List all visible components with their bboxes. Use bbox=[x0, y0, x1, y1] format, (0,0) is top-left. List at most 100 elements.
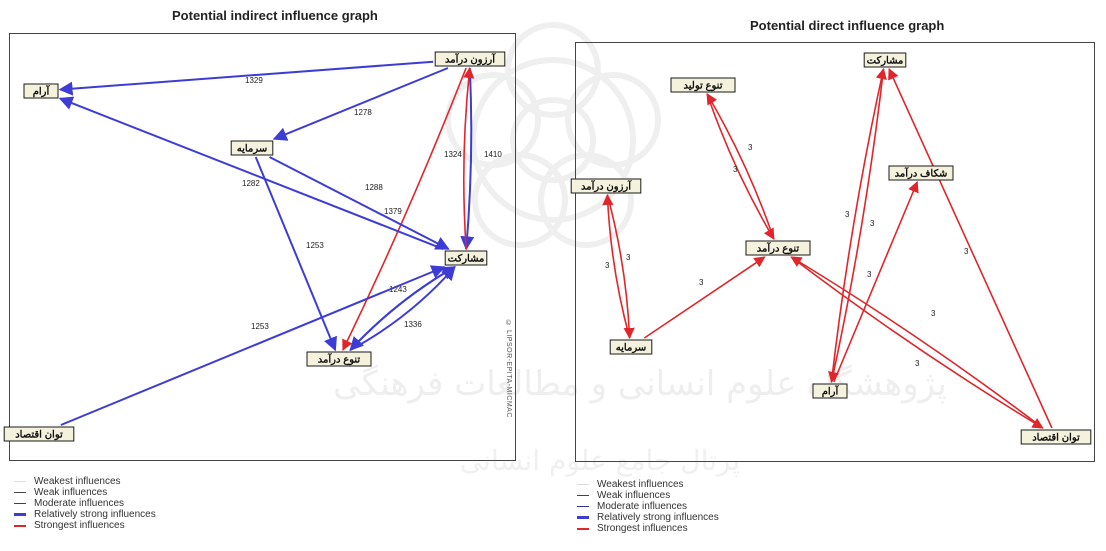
edge-aroon-to-mosharekat bbox=[460, 67, 475, 251]
legend-label: Weakest influences bbox=[34, 476, 121, 487]
legend-item-moderate: Moderate influences bbox=[14, 498, 156, 509]
indirect-graph-title: Potential indirect influence graph bbox=[172, 8, 378, 23]
node-aram[interactable]: آرام bbox=[812, 383, 848, 399]
legend-item-weak: Weak influences bbox=[577, 490, 719, 501]
edge-label: 1324 bbox=[444, 150, 462, 159]
edge-tanavo-to-mosharekat bbox=[349, 266, 456, 351]
edge-mosharekat-to-aram bbox=[58, 96, 444, 250]
edge-label: 1288 bbox=[365, 183, 383, 192]
legend-swatch bbox=[14, 503, 26, 504]
direct-graph-title: Potential direct influence graph bbox=[750, 18, 945, 33]
node-tanavo[interactable]: تنوع درآمد bbox=[306, 351, 372, 367]
legend-label: Relatively strong influences bbox=[597, 512, 719, 523]
edge-label: 1282 bbox=[242, 179, 260, 188]
legend-item-moderate: Moderate influences bbox=[577, 501, 719, 512]
legend-swatch bbox=[14, 524, 26, 527]
node-aroon[interactable]: آرزون درآمد bbox=[570, 178, 642, 194]
edge-aram-to-mosharekat bbox=[830, 67, 887, 383]
legend-swatch bbox=[577, 527, 589, 530]
legend-swatch bbox=[577, 484, 589, 485]
direct-graph-panel bbox=[575, 42, 1095, 462]
legend-swatch bbox=[14, 481, 26, 482]
edge-label: 3 bbox=[699, 278, 704, 287]
node-tolid[interactable]: تنوع تولید bbox=[670, 77, 736, 93]
direct-graph-canvas: 3 3 3 3 3 3 3 3 3 3 3 تنوع تولید مشارکت آرزون درآمد شک… bbox=[570, 52, 1092, 445]
edge-label: 1243 bbox=[389, 285, 407, 294]
legend-label: Moderate influences bbox=[597, 501, 688, 512]
legend-label: Weakest influences bbox=[597, 479, 684, 490]
edge-label: 3 bbox=[964, 247, 969, 256]
edge-label: 1379 bbox=[384, 207, 402, 216]
node-shekaf[interactable]: شکاف درآمد bbox=[888, 165, 954, 181]
edge-sarmaye-to-tanavo bbox=[254, 156, 337, 352]
edge-mosharekat-to-tanavo bbox=[349, 266, 456, 352]
edge-label: 3 bbox=[605, 261, 610, 270]
edge-tolid-to-tanavo bbox=[706, 93, 775, 240]
edge-label: 1329 bbox=[245, 76, 263, 85]
legend-label: Weak influences bbox=[597, 490, 671, 501]
node-label: آرزون درآمد bbox=[581, 180, 632, 193]
edge-sarmaye-to-aroon bbox=[602, 193, 631, 339]
legend-item-weak: Weak influences bbox=[14, 487, 156, 498]
edge-label: 1278 bbox=[354, 108, 372, 117]
node-label: مشارکت bbox=[867, 56, 904, 67]
legend-label: Moderate influences bbox=[34, 498, 125, 509]
node-tanavo[interactable]: تنوع درآمد bbox=[745, 240, 811, 256]
node-label: آرام bbox=[33, 85, 51, 98]
node-tavan[interactable]: توان اقتصاد bbox=[1020, 429, 1092, 445]
edge-mosharekat-to-aroon bbox=[463, 66, 475, 250]
edge-aram-to-shekaf bbox=[833, 180, 919, 383]
edge-tanavo-to-tavan bbox=[790, 256, 1044, 429]
node-label: مشارکت bbox=[448, 254, 485, 265]
node-tavan[interactable]: توان اقتصاد bbox=[3, 426, 75, 442]
node-label: تنوع تولید bbox=[684, 81, 723, 92]
node-sarmaye[interactable]: سرمایه bbox=[609, 339, 653, 355]
legend-item-weakest: Weakest influences bbox=[577, 479, 719, 490]
edge-tavan-to-mosharekat bbox=[60, 265, 446, 426]
node-mosharekat[interactable]: مشارکت bbox=[863, 52, 907, 68]
node-label: توان اقتصاد bbox=[15, 430, 63, 441]
legend-swatch bbox=[14, 492, 26, 493]
node-label: تنوع درآمد bbox=[318, 353, 361, 366]
node-mosharekat[interactable]: مشارکت bbox=[444, 250, 488, 266]
edge-tanavo-to-tolid bbox=[706, 93, 775, 240]
edge-label: 3 bbox=[870, 219, 875, 228]
legend-item-relatively-strong: Relatively strong influences bbox=[577, 512, 719, 523]
node-label: تنوع درآمد bbox=[757, 242, 800, 255]
node-label: آرزون درآمد bbox=[445, 53, 496, 66]
node-label: آرام bbox=[822, 385, 840, 398]
edge-sarmaye-to-tanavo bbox=[643, 256, 766, 339]
legend-label: Strongest influences bbox=[34, 520, 125, 531]
edge-aroon-to-sarmaye bbox=[272, 67, 449, 141]
node-sarmaye[interactable]: سرمایه bbox=[230, 140, 274, 156]
edge-label: 3 bbox=[733, 165, 738, 174]
edge-label: 3 bbox=[867, 270, 872, 279]
node-label: توان اقتصاد bbox=[1032, 433, 1080, 444]
edge-mosharekat-to-aram bbox=[828, 68, 885, 384]
edge-label: 3 bbox=[748, 143, 753, 152]
edge-label: 3 bbox=[626, 253, 631, 262]
edge-tavan-to-tanavo bbox=[790, 256, 1044, 429]
edge-tavan-to-mosharekat bbox=[888, 67, 1053, 429]
node-label: شکاف درآمد bbox=[895, 167, 948, 180]
edge-aroon-to-aram bbox=[58, 60, 434, 96]
edge-label: 3 bbox=[931, 309, 936, 318]
legend-label: Strongest influences bbox=[597, 523, 688, 534]
indirect-graph-panel bbox=[9, 33, 516, 461]
legend-swatch bbox=[577, 516, 589, 519]
legend-label: Relatively strong influences bbox=[34, 509, 156, 520]
edge-label: 3 bbox=[915, 359, 920, 368]
legend-item-strongest: Strongest influences bbox=[14, 520, 156, 531]
copyright-text: © LIPSOR-EPITA-MICMAC bbox=[505, 320, 512, 418]
legend-item-relatively-strong: Relatively strong influences bbox=[14, 509, 156, 520]
edge-tanavo-to-mosharekat bbox=[349, 265, 456, 351]
legend-item-strongest: Strongest influences bbox=[577, 523, 719, 534]
legend-swatch bbox=[577, 506, 589, 507]
node-aram[interactable]: آرام bbox=[23, 83, 59, 99]
node-label: سرمایه bbox=[237, 144, 267, 155]
edge-label: 1410 bbox=[484, 150, 502, 159]
node-aroon[interactable]: آرزون درآمد bbox=[434, 51, 506, 67]
edge-label: 3 bbox=[845, 210, 850, 219]
edge-aroon-to-sarmaye bbox=[606, 194, 635, 340]
